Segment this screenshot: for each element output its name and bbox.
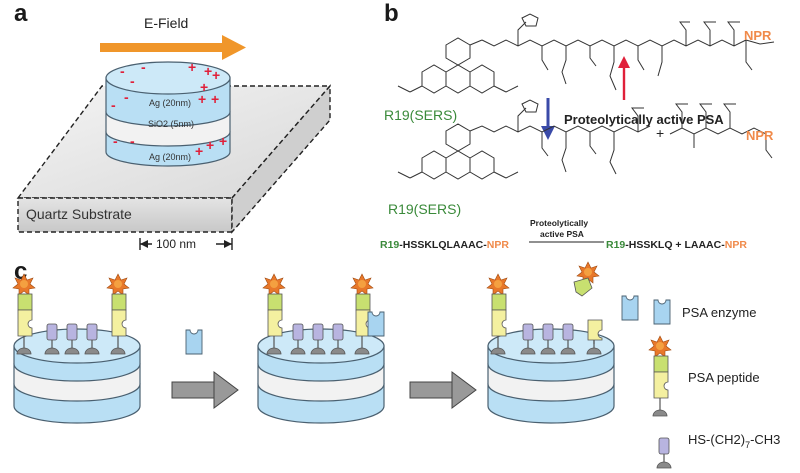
- cleaved-fragment-1: [397, 99, 651, 180]
- legend-enzyme: PSA enzyme: [621, 295, 756, 325]
- svg-text:+: +: [212, 67, 220, 83]
- svg-text:+: +: [204, 63, 212, 79]
- legend-peptide-label: PSA peptide: [688, 370, 760, 385]
- svg-text:active PSA: active PSA: [540, 229, 584, 239]
- svg-text:Proteolytically: Proteolytically: [530, 218, 588, 228]
- svg-text:-: -: [141, 59, 146, 75]
- reaction-arrow: [541, 98, 555, 140]
- enzyme-icon: [621, 295, 671, 325]
- e-field-arrow: [100, 35, 246, 60]
- npr-label-bottom: NPR: [746, 128, 774, 143]
- surface-charges: - - - - - - - + + + + + + + + +: [111, 59, 227, 159]
- e-field-label: E-Field: [144, 15, 188, 31]
- panel-c-diagram: PSA enzyme PSA peptide HS-(CH2)7-CH3: [0, 261, 780, 473]
- svg-text:+: +: [198, 91, 206, 107]
- disk-state-2: [257, 274, 385, 424]
- layer-label-bottom-ag: Ag (20nm): [149, 152, 191, 162]
- panel-a-diagram: E-Field Quartz Substrate Ag (20nm) SiO2 …: [16, 15, 332, 251]
- svg-text:-: -: [120, 63, 125, 79]
- panel-letter-b: b: [384, 0, 399, 27]
- process-arrow-1: [171, 371, 239, 409]
- reaction-equation: R19-HSSKLQLAAAC-NPR Proteolytically acti…: [380, 218, 747, 251]
- thiol-icon: [657, 438, 671, 468]
- layer-label-sio2: SiO2 (5nm): [148, 119, 194, 129]
- legend-enzyme-label: PSA enzyme: [682, 305, 756, 320]
- svg-text:+: +: [206, 137, 214, 153]
- legend-thiol-label: HS-(CH2)7-CH3: [688, 432, 780, 450]
- svg-text:+: +: [219, 133, 227, 149]
- enzyme-reaction-label: Proteolytically active PSA: [564, 112, 724, 127]
- panel-letter-a: a: [14, 0, 28, 27]
- svg-text:-: -: [111, 97, 116, 113]
- svg-text:-: -: [130, 73, 135, 89]
- r19-label-bottom: R19(SERS): [388, 201, 461, 217]
- process-arrow-2: [409, 371, 477, 409]
- legend-thiol: HS-(CH2)7-CH3: [657, 432, 780, 468]
- svg-text:-: -: [130, 133, 135, 149]
- scale-label: 100 nm: [156, 237, 196, 251]
- intact-peptide-structure: [397, 13, 775, 94]
- panel-b-diagram: NPR R19(SERS) Proteolytically active PSA…: [380, 13, 775, 251]
- cleavage-site-arrow: [618, 56, 630, 100]
- svg-text:+: +: [211, 91, 219, 107]
- svg-text:+: +: [195, 143, 203, 159]
- released-fragment: [573, 261, 600, 297]
- npr-label-top: NPR: [744, 28, 772, 43]
- svg-text:-: -: [113, 133, 118, 149]
- svg-text:+: +: [188, 59, 196, 75]
- svg-text:-: -: [124, 89, 129, 105]
- r19-label-top: R19(SERS): [384, 107, 457, 123]
- peptide-icon: [649, 336, 671, 416]
- layer-label-top-ag: Ag (20nm): [149, 98, 191, 108]
- disk-state-3: [487, 274, 615, 424]
- cleaved-fragment-2: [669, 103, 773, 159]
- svg-text:R19-HSSKLQLAAAC-NPR: R19-HSSKLQLAAAC-NPR: [380, 239, 509, 251]
- legend-peptide: PSA peptide: [649, 336, 760, 416]
- ag-sio2-ag-disk: [105, 61, 231, 167]
- plus-sign: +: [656, 125, 664, 141]
- free-enzyme-icon: [185, 329, 203, 355]
- disk-state-1: [13, 274, 141, 424]
- substrate-label: Quartz Substrate: [26, 206, 132, 222]
- svg-text:R19-HSSKLQ + LAAAC-NPR: R19-HSSKLQ + LAAAC-NPR: [606, 239, 747, 251]
- svg-text:+: +: [200, 79, 208, 95]
